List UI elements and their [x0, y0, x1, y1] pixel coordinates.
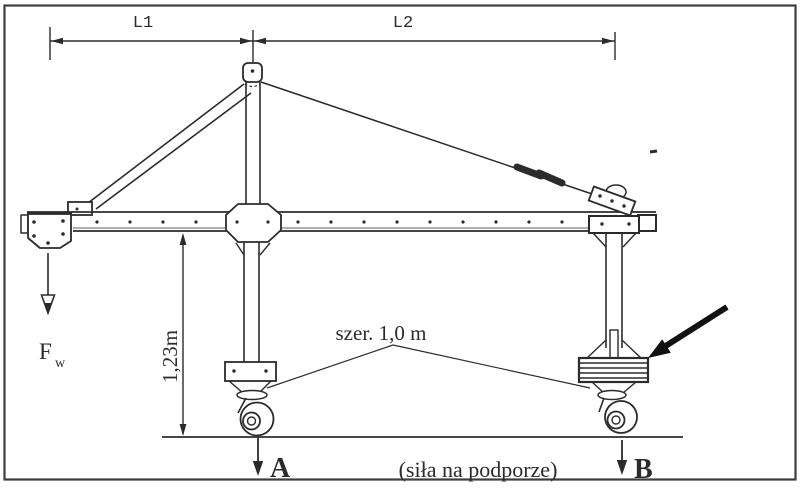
front-caster-wheel — [237, 397, 275, 437]
beam-rivets — [75, 69, 564, 224]
front-foot-plate — [224, 361, 277, 382]
front-leg-foot — [224, 361, 277, 401]
force-label: F — [39, 339, 52, 364]
force-arrowhead-dart — [44, 303, 52, 312]
rear-caster-assembly — [591, 381, 638, 434]
rear-leg-stem — [609, 329, 619, 359]
front-foot-rivets — [232, 369, 268, 373]
support-caption: (siła na podporze) — [399, 457, 558, 482]
width-callout-label: szer. 1,0 m — [336, 321, 427, 345]
gusset-brace-left — [235, 242, 245, 256]
beam-end-cap — [637, 214, 657, 232]
dim-arrowheads — [51, 37, 614, 45]
rear-swivel-collar — [597, 389, 627, 401]
dim-label-l1: L1 — [133, 14, 153, 33]
mast-cap-weld-line — [244, 83, 261, 88]
width-leader-left — [266, 344, 394, 389]
rear-junction — [588, 215, 640, 248]
dim-arrow-center-l1 — [240, 37, 252, 45]
top-dimension-lines — [49, 27, 616, 66]
force-label-subscript: w — [55, 356, 66, 371]
strut-lower-edge — [95, 92, 252, 210]
rear-caster-fork — [598, 397, 605, 413]
rear-junction-plate — [588, 215, 640, 234]
gusset-block — [225, 203, 282, 243]
dim-label-l2: L2 — [393, 14, 413, 33]
gusset-rivets — [235, 220, 270, 224]
diagonal-strut — [87, 83, 252, 210]
anchor-rivets — [598, 194, 626, 208]
rear-junction-rivets — [600, 222, 631, 226]
load-force-arrow — [40, 253, 56, 316]
center-gusset — [225, 203, 282, 256]
rear-wheel-axle — [611, 415, 621, 425]
left-end-bracket — [20, 211, 72, 249]
support-b-arrow — [616, 440, 628, 475]
dim-arrow-right — [602, 37, 614, 45]
turnbuckle — [513, 163, 566, 187]
support-a-arrow — [252, 438, 264, 476]
counterweight-pointer-arrow — [648, 304, 729, 358]
front-caster-fork — [237, 397, 247, 414]
gusset-brace-right — [259, 242, 271, 256]
dim-arrow-left — [51, 37, 63, 45]
left-tab — [20, 214, 29, 234]
support-b-label: B — [634, 454, 653, 485]
dim-arrow-center-l2 — [254, 37, 266, 45]
drawing-border — [3, 4, 797, 481]
turnbuckle-body-lower — [535, 169, 566, 187]
width-leader-right — [392, 344, 591, 389]
counterweight-stack — [577, 356, 650, 384]
left-bracket-rivets — [32, 219, 65, 245]
scan-speck — [649, 149, 658, 154]
front-wheel-axle — [246, 416, 257, 426]
front-swivel-collar — [236, 389, 268, 401]
support-a-label: A — [270, 453, 291, 484]
height-dim-label: 1,23m — [158, 330, 182, 383]
width-callout-leaders — [266, 344, 591, 389]
front-leg — [243, 242, 260, 363]
strut-upper-edge — [87, 83, 245, 204]
mast — [242, 62, 263, 205]
height-dimension — [179, 233, 187, 436]
rear-leg — [585, 233, 643, 360]
